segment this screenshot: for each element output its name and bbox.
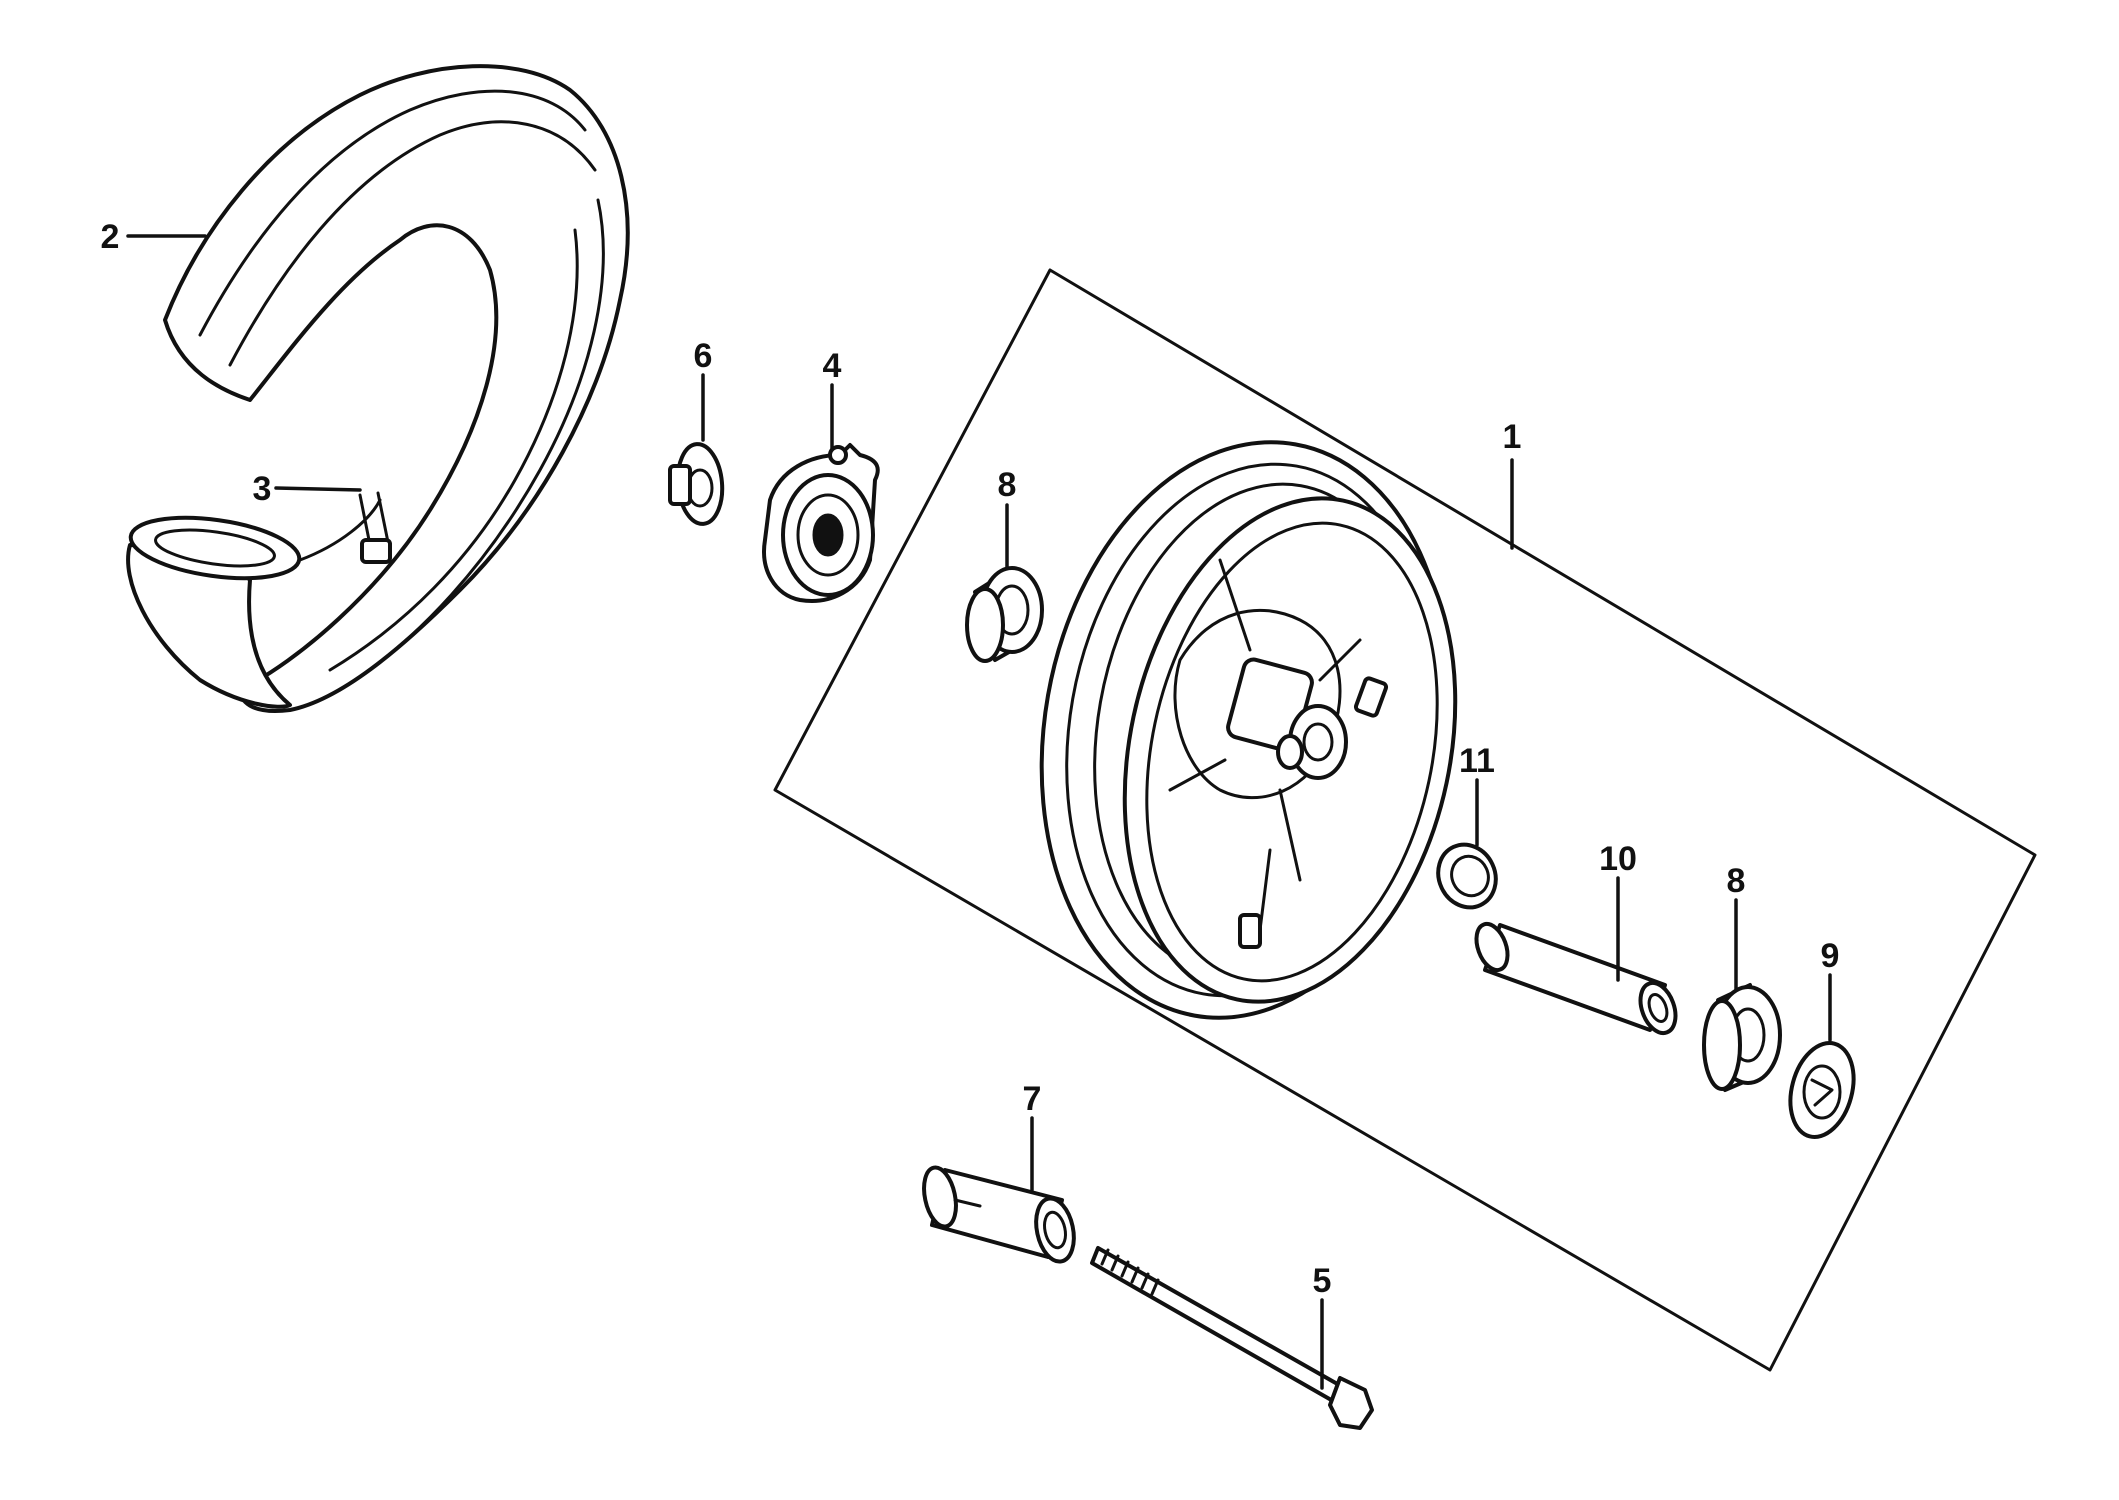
washer-part-9 <box>1788 1040 1856 1140</box>
oil-seal-part-11 <box>1436 842 1498 910</box>
bearing-part-8-upper <box>965 566 1044 663</box>
distance-collar-part-10 <box>1474 921 1678 1036</box>
callout-5: 5 <box>1313 1262 1332 1300</box>
leader-lines <box>126 234 1832 1390</box>
wheel-rim-part-1 <box>773 268 2037 1372</box>
callout-8-lower: 8 <box>1727 862 1746 900</box>
bearing-part-8-lower <box>1702 983 1782 1092</box>
tire-part-2 <box>126 64 630 713</box>
callout-2: 2 <box>101 218 120 256</box>
axle-bolt-part-5 <box>1090 1246 1374 1430</box>
callout-10: 10 <box>1599 840 1637 878</box>
collar-part-7 <box>922 1165 1076 1264</box>
inner-tube-part-3 <box>128 491 392 581</box>
callout-1: 1 <box>1503 418 1522 456</box>
callout-9: 9 <box>1821 937 1840 975</box>
speedometer-gear-part-4 <box>762 443 880 603</box>
callout-7: 7 <box>1023 1080 1042 1118</box>
leader-3 <box>274 486 362 492</box>
callout-8-upper: 8 <box>998 466 1017 504</box>
callout-4: 4 <box>823 347 842 385</box>
callout-labels: 1 2 3 4 5 6 7 8 8 9 10 11 <box>101 218 1840 1300</box>
clip-part-6 <box>668 442 725 526</box>
callout-6: 6 <box>694 337 713 375</box>
callout-11: 11 <box>1459 742 1495 780</box>
callout-3: 3 <box>253 470 272 508</box>
